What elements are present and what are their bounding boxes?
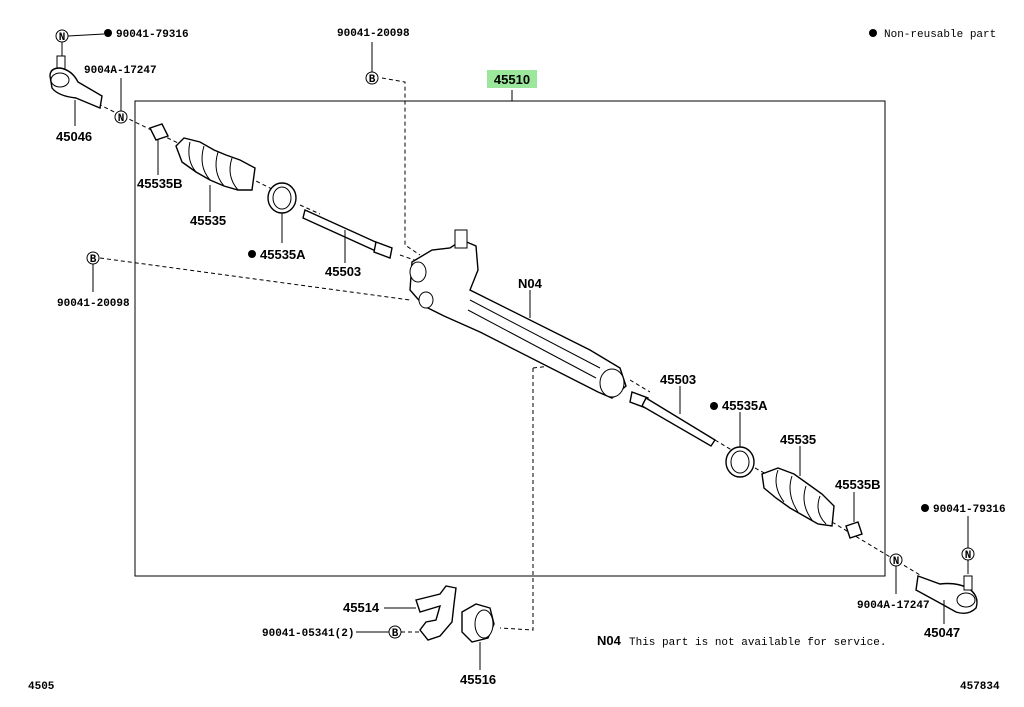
bolt-leader-top	[381, 77, 421, 256]
svg-text:B: B	[392, 628, 399, 640]
note-n04-text: This part is not available for service.	[629, 637, 886, 649]
axis-right-dash	[831, 521, 921, 576]
assembly-frame	[134, 100, 886, 577]
svg-text:N: N	[118, 113, 125, 125]
tie-rod-end-right[interactable]	[915, 575, 978, 615]
label-45535-right[interactable]: 45535	[780, 432, 816, 447]
label-45516[interactable]: 45516	[460, 672, 496, 687]
footer-left-code: 4505	[28, 681, 55, 693]
label-90041-79316-left[interactable]: 90041-79316	[116, 29, 189, 41]
nut-marker-left-top: N	[55, 29, 69, 44]
axis-dash-3	[299, 204, 321, 215]
tie-rod-end-left[interactable]	[49, 55, 103, 109]
footer-right-code: 457834	[960, 681, 1000, 693]
label-9004a-17247-right[interactable]: 9004A-17247	[857, 600, 930, 612]
label-n04[interactable]: N04	[518, 276, 543, 291]
svg-text:N: N	[59, 32, 66, 44]
label-45503-right[interactable]: 45503	[660, 372, 696, 387]
axis-left-dash	[97, 103, 179, 144]
svg-text:B: B	[369, 74, 376, 86]
nut-marker-right-mid: N	[889, 553, 903, 568]
label-45514[interactable]: 45514	[343, 600, 380, 615]
steering-gear-housing[interactable]	[409, 229, 627, 399]
assembly-highlight	[487, 70, 537, 88]
note-n04-code: N04	[597, 633, 622, 648]
tie-rod-left[interactable]	[302, 209, 393, 259]
rack-boot-left[interactable]	[175, 137, 256, 191]
label-45046[interactable]: 45046	[56, 129, 92, 144]
label-9004a-17247-left[interactable]: 9004A-17247	[84, 65, 157, 77]
axis-dash-5	[629, 379, 651, 393]
svg-text:N: N	[965, 550, 972, 562]
label-90041-20098-top[interactable]: 90041-20098	[337, 28, 410, 40]
label-45535-left[interactable]: 45535	[190, 213, 226, 228]
non-reusable-dot-icon	[104, 29, 112, 37]
boot-clip-right[interactable]	[845, 521, 863, 539]
boot-clamp-left[interactable]	[267, 182, 297, 214]
label-90041-20098-left[interactable]: 90041-20098	[57, 298, 130, 310]
clamp-bracket[interactable]	[415, 585, 457, 641]
svg-text:B: B	[90, 254, 97, 266]
non-reusable-dot-icon	[710, 402, 718, 410]
non-reusable-dot-icon	[248, 250, 256, 258]
label-45535b-left[interactable]: 45535B	[137, 176, 183, 191]
label-45535b-right[interactable]: 45535B	[835, 477, 881, 492]
label-45047[interactable]: 45047	[924, 625, 960, 640]
label-90041-79316-right[interactable]: 90041-79316	[933, 504, 1006, 516]
clamp-leader-b	[499, 368, 534, 631]
legend-non-reusable: Non-reusable part	[884, 29, 996, 41]
svg-text:N: N	[893, 556, 900, 568]
non-reusable-dot-icon	[921, 504, 929, 512]
rack-boot-right[interactable]	[761, 467, 835, 527]
bolt-leader-left	[99, 257, 411, 301]
label-45535a-right[interactable]: 45535A	[722, 398, 768, 413]
bolt-marker-top: B	[365, 71, 379, 86]
axis-dash-6	[714, 439, 736, 453]
assembly-number[interactable]: 45510	[494, 72, 530, 87]
rack-bushing[interactable]	[461, 603, 495, 643]
nut-marker-right-top: N	[961, 547, 975, 562]
tie-rod-right[interactable]	[629, 391, 716, 447]
bolt-marker-left: B	[86, 251, 100, 266]
label-45503-left[interactable]: 45503	[325, 264, 361, 279]
boot-clamp-right[interactable]	[725, 446, 755, 478]
label-90041-05341[interactable]: 90041-05341(2)	[262, 628, 354, 640]
bolt-marker-bottom: B	[388, 625, 402, 640]
non-reusable-dot-icon	[869, 29, 877, 37]
label-45535a-left[interactable]: 45535A	[260, 247, 306, 262]
leader-90041-79316-left	[67, 33, 105, 37]
boot-clip-left[interactable]	[149, 123, 169, 141]
nut-marker-left-mid: N	[114, 110, 128, 125]
